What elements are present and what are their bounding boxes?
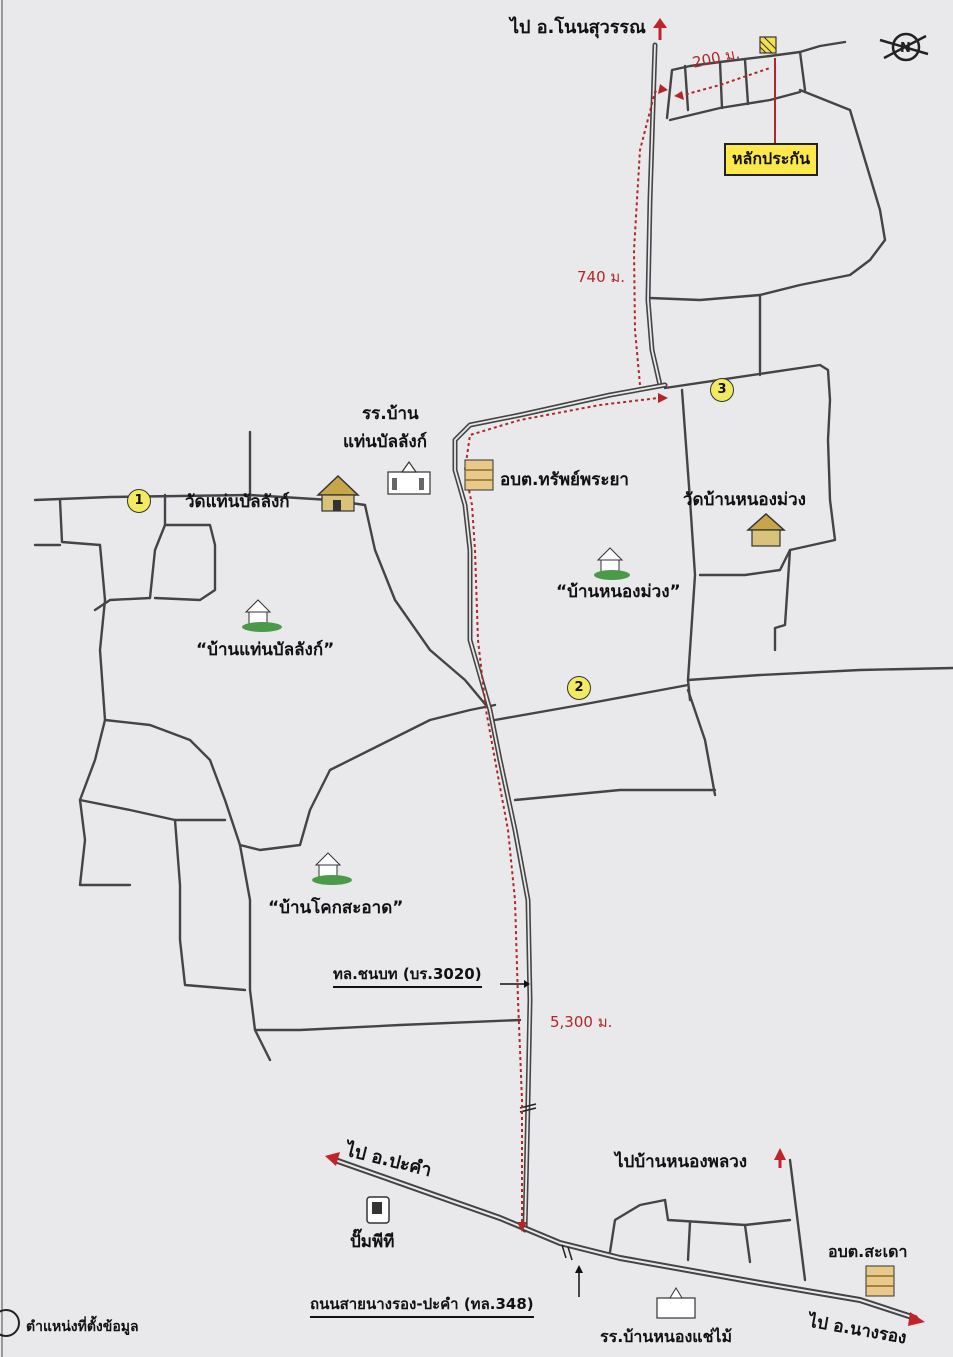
label-pump: ปั๊มพีที [350, 1232, 395, 1252]
legend-label: ตำแหน่งที่ตั้งข้อมูล [26, 1319, 139, 1335]
village-icon [594, 547, 630, 580]
marker-3: 3 [710, 378, 734, 402]
office-icon-2 [865, 1265, 895, 1297]
road-west-spine [78, 543, 132, 887]
label-obt-sap: อบต.ทรัพย์พระยา [500, 470, 629, 490]
arrow-west [325, 1152, 340, 1166]
label-school-taen-1: รร.บ้าน [362, 404, 419, 424]
road-to-nong-phluang [788, 1158, 807, 1282]
compass-icon: N [879, 32, 929, 62]
label-ban-khok: “บ้านโคกสะอาด” [268, 898, 404, 918]
temple-icon-2 [746, 512, 786, 547]
school-icon-2 [656, 1287, 696, 1319]
guarantee-site-marker [759, 36, 777, 54]
distance-740: 740 ม. [577, 268, 626, 286]
road-east-spine [680, 388, 697, 702]
label-to-nonsuwan: ไป อ.โนนสุวรรณ [510, 17, 646, 38]
arrow-north [653, 18, 667, 28]
temple-icon [316, 474, 360, 512]
route-arrows [517, 84, 684, 1232]
marker-1: 1 [127, 489, 151, 513]
label-to-nong-phluang: ไปบ้านหนองพลวง [615, 1152, 748, 1172]
label-wat-taen: วัดแท่นบัลลังก์ [185, 492, 290, 512]
direction-arrows [325, 18, 925, 1326]
label-road-348: ถนนสายนางรอง-ปะคำ (ทล.348) [310, 1292, 534, 1318]
road-top-mid [668, 90, 802, 122]
marker-2: 2 [567, 676, 591, 700]
chonnabot-pointer [500, 980, 530, 988]
legend-circle-icon [0, 1309, 20, 1337]
road-east-block [663, 363, 837, 577]
label-school-nong-sae: รร.บ้านหนองแช่ไม้ [600, 1327, 733, 1346]
road-east-loop [648, 88, 887, 302]
village-icon-2 [242, 599, 282, 632]
road-north-diag [363, 503, 492, 712]
label-ban-nong-muang: “บ้านหนองม่วง” [556, 582, 681, 602]
road-chonnabot [452, 382, 668, 1233]
label-school-taen-2: แท่นบัลลังก์ [343, 432, 428, 452]
main-roads [332, 42, 918, 1321]
school-icon [387, 460, 431, 495]
arrow-east [908, 1312, 925, 1326]
local-roads [33, 40, 953, 1282]
distance-5300: 5,300 ม. [550, 1013, 613, 1031]
village-icon-3 [312, 852, 352, 885]
svg-text:N: N [900, 41, 911, 56]
guarantee-label: หลักประกัน [724, 143, 819, 176]
label-obt-sakao: อบต.สะเดา [828, 1242, 908, 1261]
road-west-mid [238, 703, 497, 852]
office-icon [464, 459, 494, 491]
label-road-chonnabot: ทล.ชนบท (บร.3020) [333, 962, 482, 988]
label-ban-taen: “บ้านแท่นบัลลังก์” [196, 640, 335, 660]
road-348-pointer [575, 1265, 583, 1297]
arrow-north-2 [774, 1148, 786, 1160]
road-center-east [493, 683, 690, 722]
gas-station-icon [366, 1196, 390, 1224]
label-wat-nong-muang: วัดบ้านหนองม่วง [683, 490, 806, 510]
route-path [463, 67, 771, 1228]
